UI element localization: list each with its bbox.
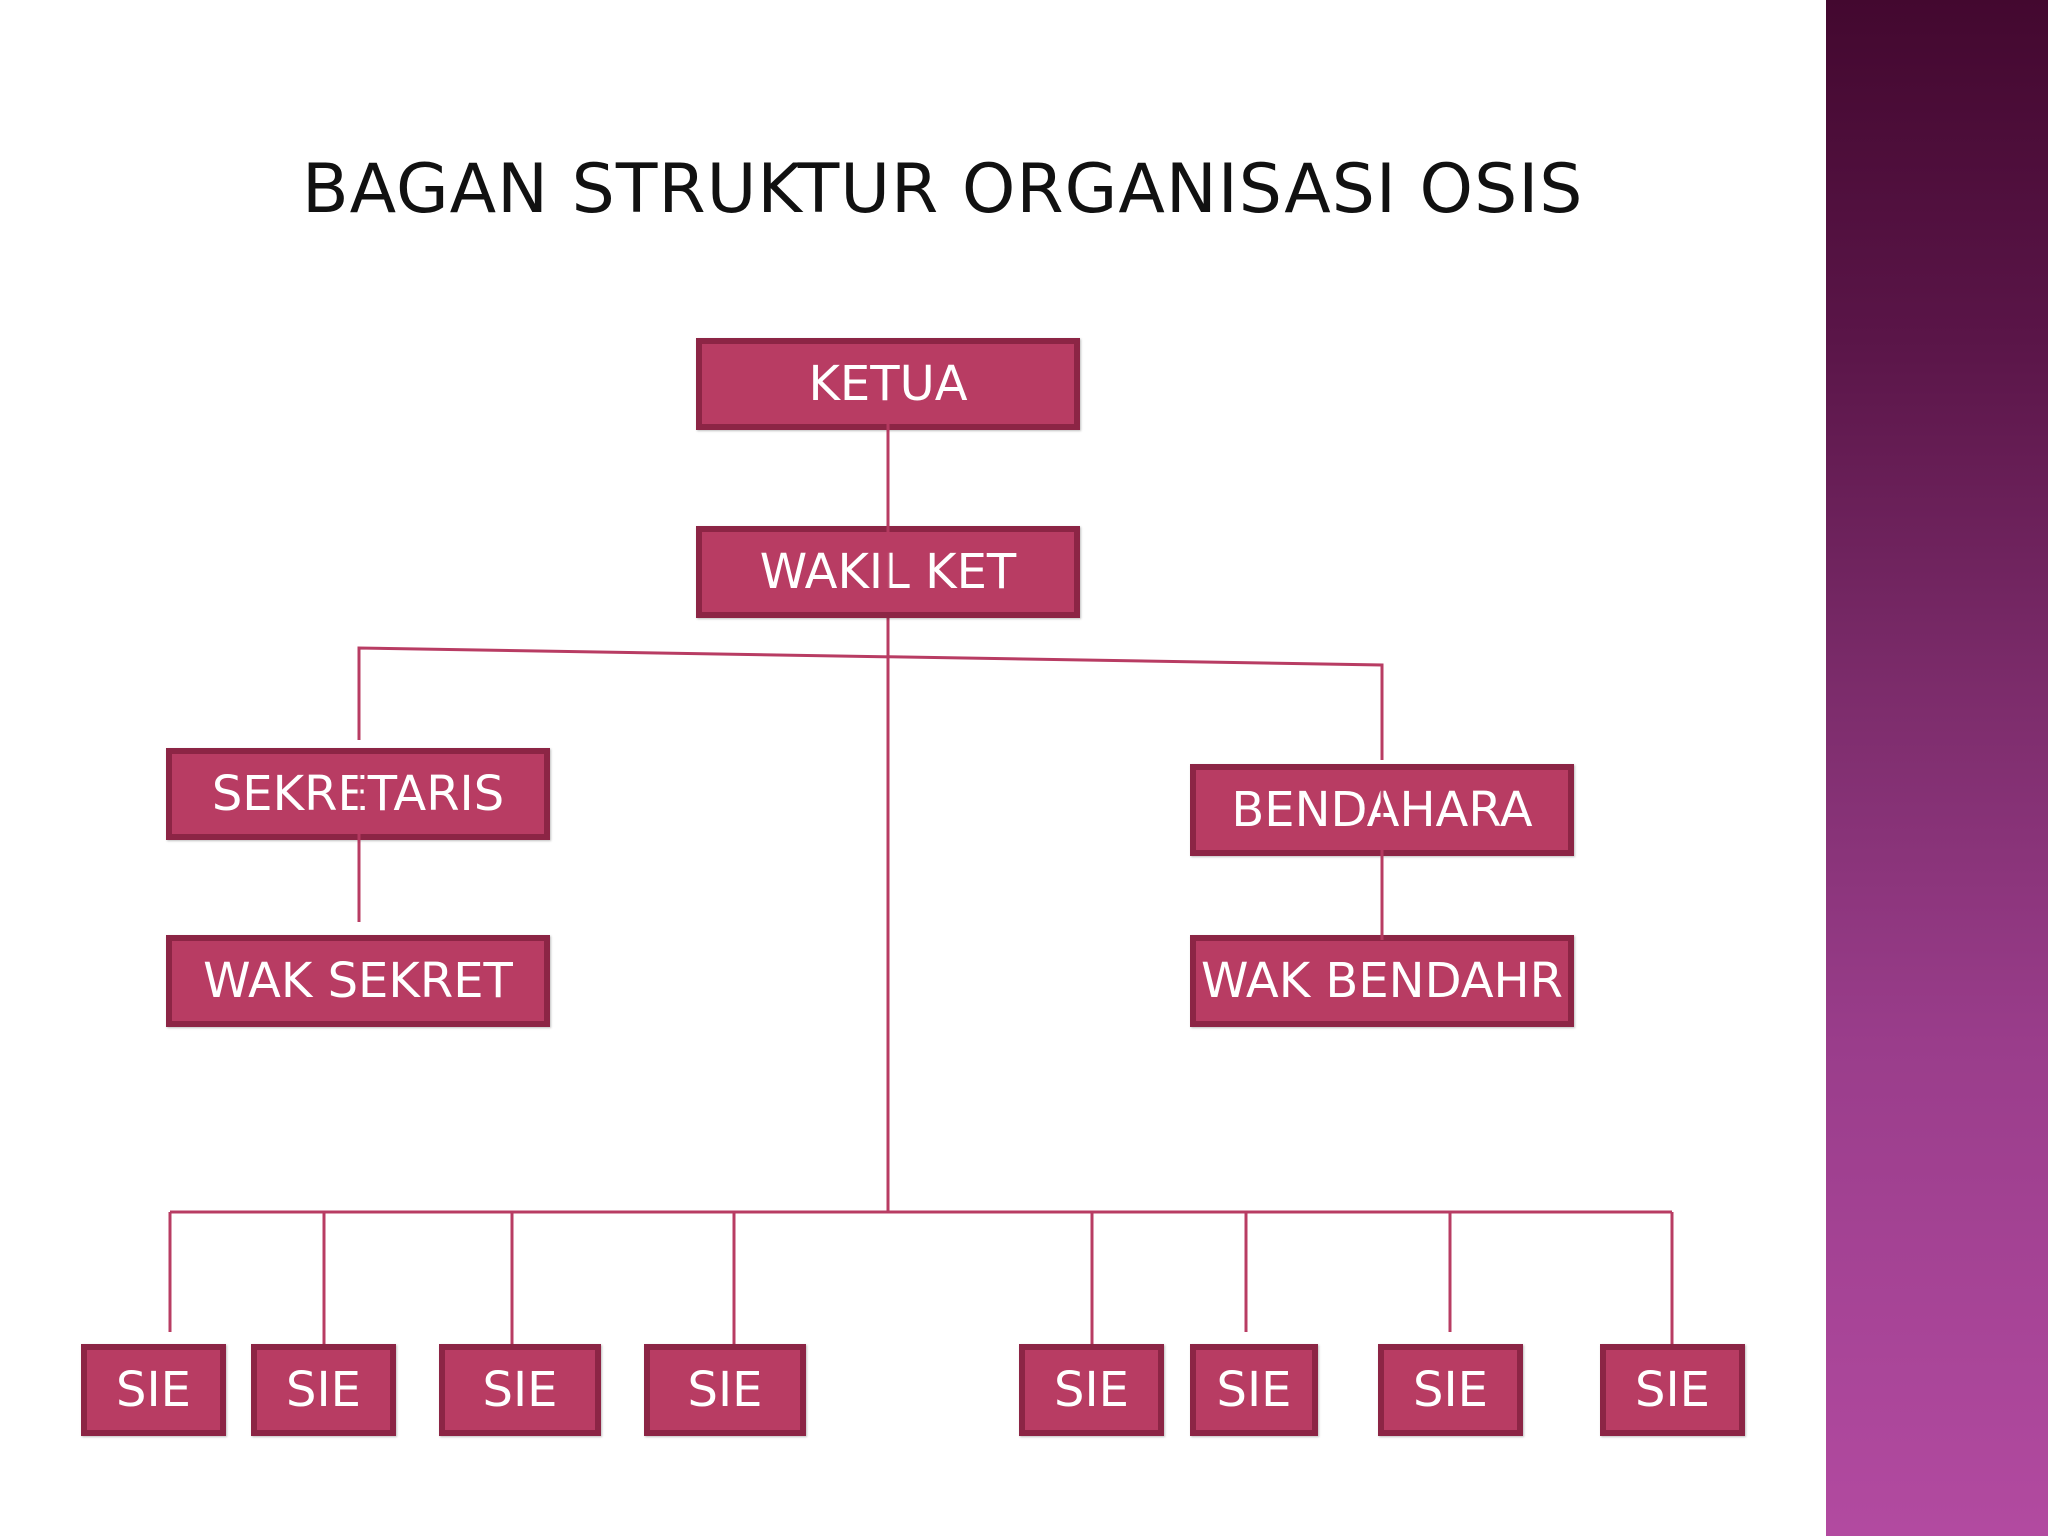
node-wak-sekret: WAK SEKRET <box>166 935 550 1027</box>
node-sie-7: SIE <box>1378 1344 1523 1436</box>
node-ketua-label: KETUA <box>808 356 968 412</box>
node-sie-5: SIE <box>1019 1344 1164 1436</box>
node-sie-label: SIE <box>1216 1362 1292 1418</box>
node-sie-4: SIE <box>644 1344 806 1436</box>
node-sie-label: SIE <box>116 1362 191 1418</box>
node-sie-label: SIE <box>482 1362 558 1418</box>
node-sekretaris: SEKRETARIS <box>166 748 550 840</box>
node-sie-3: SIE <box>439 1344 601 1436</box>
slide-canvas: BAGAN STRUKTUR ORGANISASI OSIS KETUA <box>81 150 1745 1436</box>
node-wak-sekret-label: WAK SEKRET <box>203 953 513 1009</box>
connector-branch-top <box>357 646 1384 760</box>
node-wakil-ket: WAKIL KET <box>696 526 1080 618</box>
node-ketua: KETUA <box>696 338 1080 430</box>
node-bendahara: BENDAHARA <box>1190 764 1574 856</box>
node-wakil-ket-label: WAKIL KET <box>759 544 1017 600</box>
node-bendahara-label: BENDAHARA <box>1231 782 1533 838</box>
node-wak-bendahr: WAK BENDAHR <box>1190 935 1574 1027</box>
node-sie-8: SIE <box>1600 1344 1745 1436</box>
node-sie-label: SIE <box>1413 1362 1488 1418</box>
node-sie-6: SIE <box>1190 1344 1318 1436</box>
decorative-side-band <box>1826 0 2048 1536</box>
node-sie-label: SIE <box>1635 1362 1710 1418</box>
node-sie-label: SIE <box>286 1362 361 1418</box>
diagram-title: BAGAN STRUKTUR ORGANISASI OSIS <box>302 150 1584 229</box>
node-sie-label: SIE <box>687 1362 763 1418</box>
node-sie-2: SIE <box>251 1344 396 1436</box>
node-wak-bendahr-label: WAK BENDAHR <box>1201 953 1563 1009</box>
node-sekretaris-label: SEKRETARIS <box>211 766 505 822</box>
node-sie-label: SIE <box>1054 1362 1129 1418</box>
node-sie-1: SIE <box>81 1344 226 1436</box>
